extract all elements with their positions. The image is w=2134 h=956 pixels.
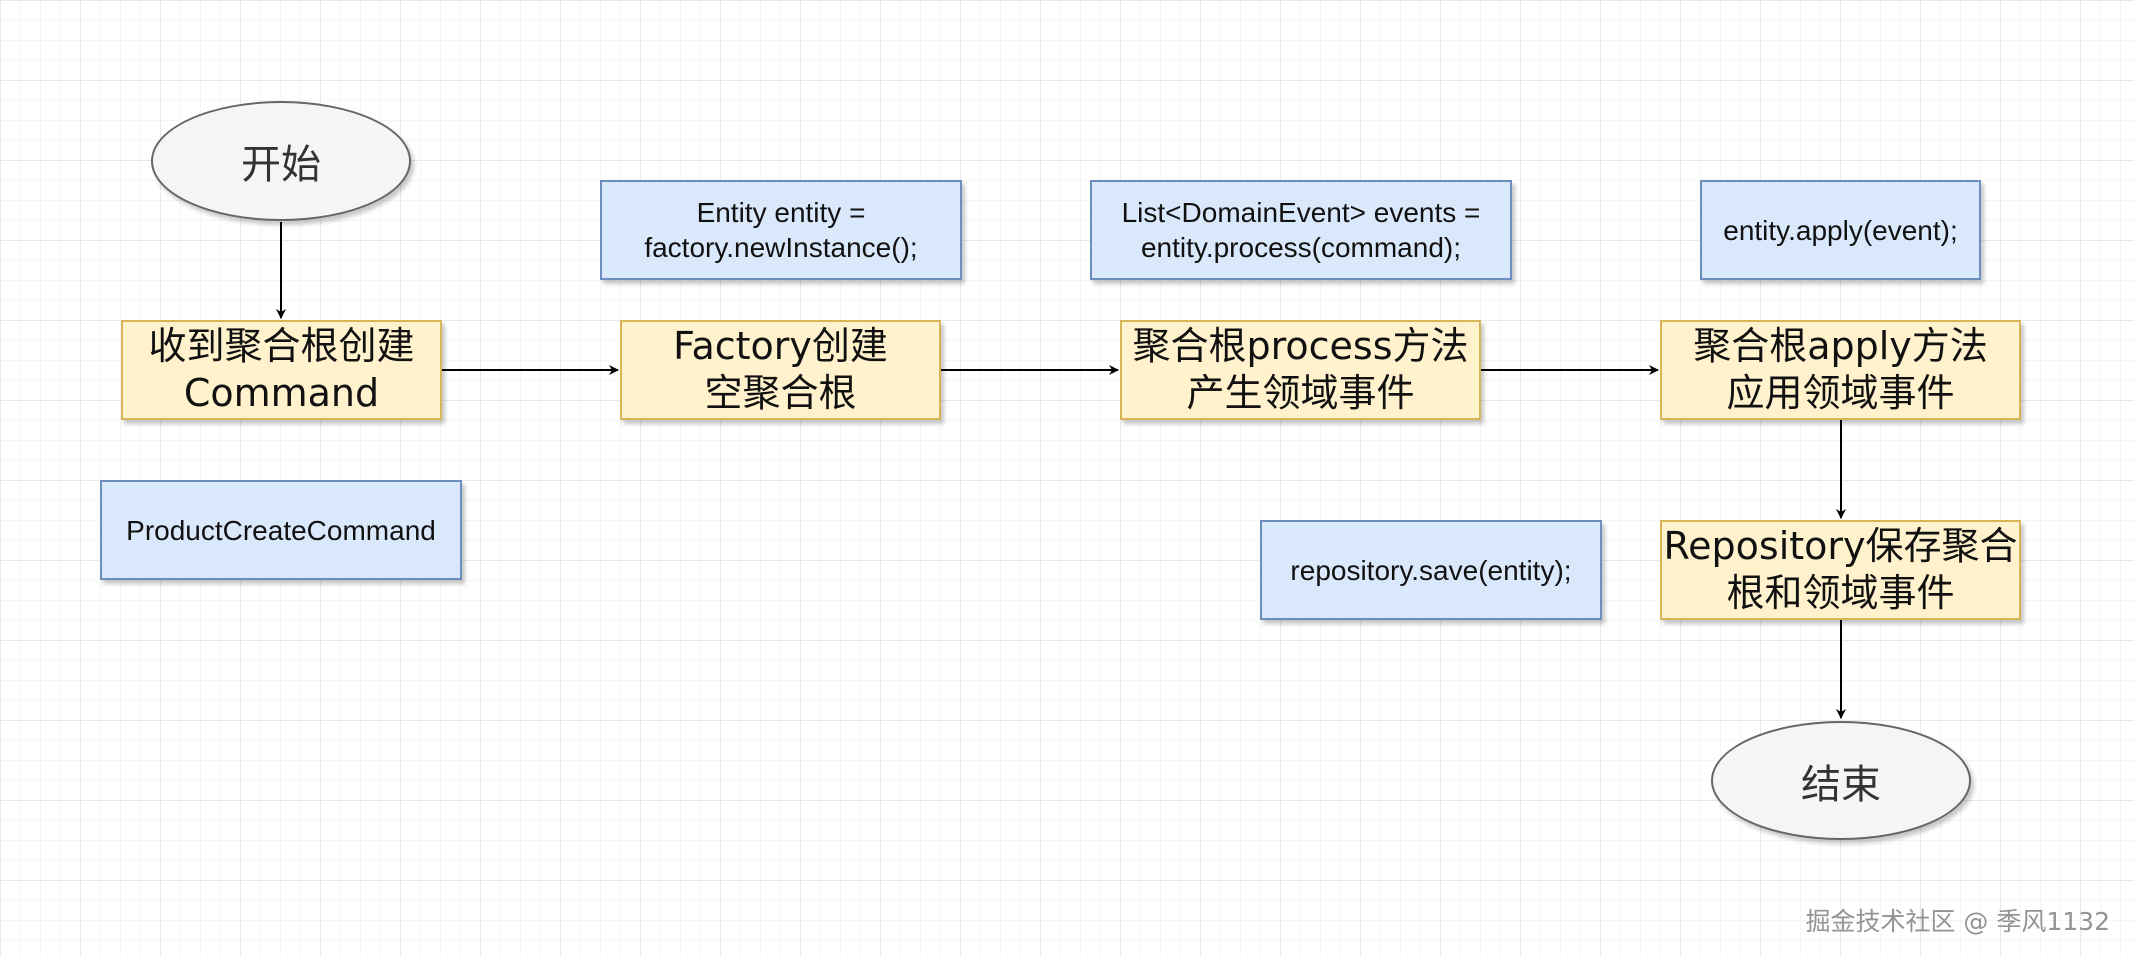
note-factory-new-instance-label: Entity entity = factory.newInstance(); [644,197,918,263]
note-entity-process[interactable]: List<DomainEvent> events = entity.proces… [1090,180,1512,280]
receive-command-node[interactable]: 收到聚合根创建 Command [121,320,442,420]
end-node-label: 结束 [1801,761,1881,808]
factory-create-node[interactable]: Factory创建 空聚合根 [620,320,941,420]
note-repository-save-label: repository.save(entity); [1290,554,1572,586]
watermark: 掘金技术社区 @ 季风1132 [1805,907,2110,936]
receive-command-label: 收到聚合根创建 Command [148,324,415,415]
note-factory-new-instance[interactable]: Entity entity = factory.newInstance(); [600,180,962,280]
note-entity-process-label: List<DomainEvent> events = entity.proces… [1121,197,1481,263]
note-product-create-command[interactable]: ProductCreateCommand [100,480,462,580]
apply-method-node[interactable]: 聚合根apply方法 应用领域事件 [1660,320,2021,420]
factory-create-label: Factory创建 空聚合根 [673,324,888,415]
note-repository-save[interactable]: repository.save(entity); [1260,520,1602,620]
repository-save-node[interactable]: Repository保存聚合 根和领域事件 [1660,520,2021,620]
start-node-label: 开始 [241,142,321,188]
start-node[interactable]: 开始 [151,101,411,221]
process-method-node[interactable]: 聚合根process方法 产生领域事件 [1120,320,1481,420]
note-entity-apply-label: entity.apply(event); [1723,214,1958,246]
note-entity-apply[interactable]: entity.apply(event); [1700,180,1981,280]
apply-method-label: 聚合根apply方法 应用领域事件 [1693,324,1988,415]
end-node[interactable]: 结束 [1711,721,1971,840]
process-method-label: 聚合根process方法 产生领域事件 [1132,324,1469,415]
note-product-create-command-label: ProductCreateCommand [126,514,436,546]
repository-save-label: Repository保存聚合 根和领域事件 [1663,524,2018,615]
